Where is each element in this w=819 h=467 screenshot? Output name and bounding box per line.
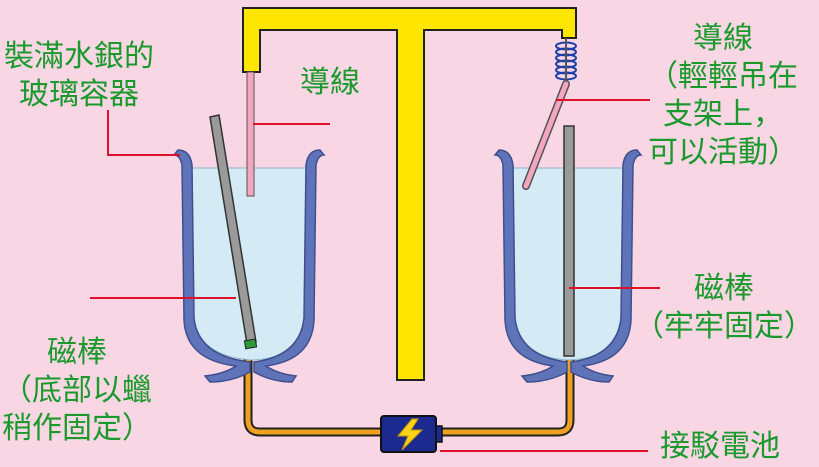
lightning-icon xyxy=(396,418,424,451)
beaker-left xyxy=(172,149,251,383)
wire-left xyxy=(246,71,255,197)
magnet-right xyxy=(563,125,575,357)
battery xyxy=(380,415,443,453)
label-battery: 接駁電池 xyxy=(660,429,780,464)
label-wire-center: 導線 xyxy=(300,65,360,100)
label-magnet-left: 磁棒 （底部以蠟 稍作固定） xyxy=(2,335,152,446)
label-magnet-right: 磁棒 （牢牢固定） xyxy=(634,271,814,344)
label-wire-right: 導線 （輕輕吊在 支架上， 可以活動） xyxy=(648,21,798,170)
stand xyxy=(242,7,577,381)
leader-lines xyxy=(90,99,660,452)
beaker-right xyxy=(493,149,568,383)
label-container-left: 裝滿水銀的 玻璃容器 xyxy=(4,39,154,112)
leader-container-left xyxy=(107,110,180,156)
